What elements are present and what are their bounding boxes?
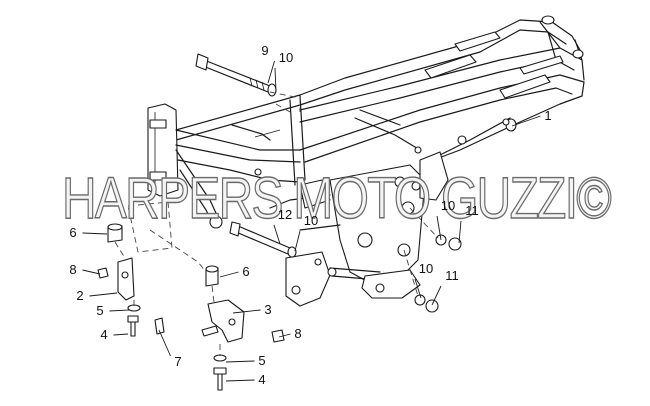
callout-leader [511, 115, 541, 127]
pin-7-left [154, 317, 165, 335]
bolt-12 [229, 221, 291, 255]
callout-leader [82, 269, 101, 275]
callout-leader [273, 224, 281, 245]
screw-4-left [127, 315, 139, 337]
nut-11-lower [425, 299, 439, 313]
callout-leader [225, 360, 255, 363]
callout-leader [414, 278, 422, 299]
pin-7-right [201, 325, 219, 337]
callout-leader [294, 230, 301, 252]
hardware [97, 53, 462, 391]
callout-number: 12 [278, 207, 292, 222]
assembly-guides [114, 91, 439, 356]
callout-leader [267, 60, 275, 84]
callout-number: 2 [76, 288, 83, 303]
callout-leader [458, 220, 462, 244]
callout-number: 1 [544, 108, 551, 123]
callout-number: 4 [258, 372, 265, 387]
callout-number: 9 [261, 43, 268, 58]
callout-number: 4 [100, 327, 107, 342]
callout-number: 11 [465, 203, 479, 218]
callout-leader [225, 379, 255, 382]
callout-leader [109, 309, 131, 312]
callout-number: 8 [294, 326, 301, 341]
callout-number: 11 [445, 268, 459, 283]
callout-leader [278, 333, 291, 338]
callout-leader [158, 329, 171, 357]
callout-number: 3 [264, 302, 271, 317]
bracket-2 [117, 257, 135, 301]
callout-leader [431, 285, 442, 306]
nut-8-left [97, 267, 109, 279]
bolt-9 [195, 53, 271, 93]
callout-leader [113, 333, 129, 336]
nut-11-upper [448, 237, 462, 251]
callout-number: 10 [419, 261, 433, 276]
callout-leader [219, 271, 239, 278]
callout-number: 10 [304, 213, 318, 228]
callout-number: 7 [174, 354, 181, 369]
callout-number: 6 [69, 225, 76, 240]
callout-leader [436, 215, 442, 241]
callout-number: 10 [441, 198, 455, 213]
nut-10-mid [287, 246, 297, 258]
callout-number: 5 [96, 303, 103, 318]
callout-leader [89, 292, 118, 297]
washer-10-lower [414, 294, 426, 306]
callout-number: 6 [242, 264, 249, 279]
callout-number: 10 [279, 50, 293, 65]
callout-leader [274, 67, 277, 93]
callout-number: 5 [258, 353, 265, 368]
callout-number: 8 [69, 262, 76, 277]
main-frame [147, 15, 585, 307]
nut-8-right [271, 329, 285, 343]
callout-leader [82, 232, 108, 235]
callout-leader [232, 309, 261, 314]
bracket-3 [207, 299, 245, 343]
nut-10-top [267, 83, 277, 97]
screw-4-right [213, 367, 227, 391]
watermark: HARPERS MOTO GUZZI© [62, 166, 611, 231]
